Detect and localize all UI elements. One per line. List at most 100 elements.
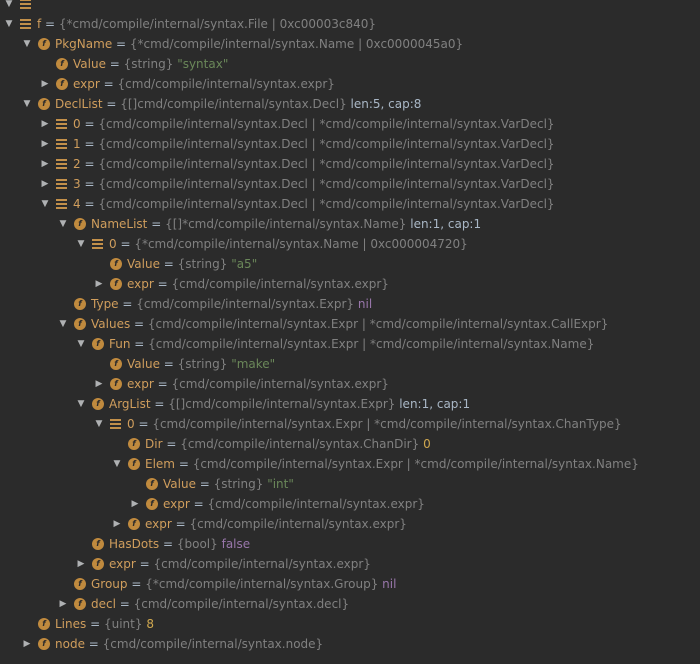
field-icon: f <box>110 278 122 290</box>
variable-name: expr <box>145 517 172 531</box>
expand-arrow-icon[interactable]: ▶ <box>41 179 49 189</box>
collapse-arrow-icon[interactable]: ▼ <box>5 0 13 9</box>
variable-name: DeclList <box>55 97 103 111</box>
equals-sign: = <box>135 557 154 571</box>
field-icon: f <box>146 478 158 490</box>
equals-sign: = <box>115 597 134 611</box>
collapse-arrow-icon[interactable]: ▼ <box>23 39 31 49</box>
equals-sign: = <box>80 197 99 211</box>
variable-type: {cmd/compile/internal/syntax.Expr | *cmd… <box>192 457 639 471</box>
tree-row[interactable]: ▶ 1 = {cmd/compile/internal/syntax.Decl |… <box>0 134 700 154</box>
collapse-arrow-icon[interactable]: ▼ <box>41 199 49 209</box>
variable-value: 8 <box>146 617 154 631</box>
collapse-arrow-icon[interactable]: ▼ <box>77 339 85 349</box>
variable-type: {cmd/compile/internal/syntax.expr} <box>171 277 389 291</box>
field-icon: f <box>92 538 104 550</box>
field-icon: f <box>92 558 104 570</box>
collapse-arrow-icon[interactable]: ▼ <box>95 419 103 429</box>
tree-row[interactable]: ▼ <box>0 0 700 14</box>
expand-arrow-icon[interactable]: ▶ <box>113 519 121 529</box>
variable-name: Value <box>73 57 106 71</box>
tree-row[interactable]: ▼ 4 = {cmd/compile/internal/syntax.Decl |… <box>0 194 700 214</box>
expand-arrow-icon[interactable]: ▶ <box>23 639 31 649</box>
tree-row-text: decl = {cmd/compile/internal/syntax.decl… <box>91 594 349 614</box>
tree-row[interactable]: ▼0 = {cmd/compile/internal/syntax.Expr |… <box>0 414 700 434</box>
equals-sign: = <box>195 477 214 491</box>
variable-type: {*cmd/compile/internal/syntax.Name | 0xc… <box>134 237 468 251</box>
tree-row[interactable]: ▼f = {*cmd/compile/internal/syntax.File … <box>0 14 700 34</box>
tree-row[interactable]: ▶ 2 = {cmd/compile/internal/syntax.Decl |… <box>0 154 700 174</box>
collapse-arrow-icon[interactable]: ▼ <box>113 459 121 469</box>
expand-arrow-icon[interactable]: ▶ <box>77 559 85 569</box>
expand-arrow-icon[interactable]: ▶ <box>59 599 67 609</box>
variable-type: {*cmd/compile/internal/syntax.File | 0xc… <box>58 17 377 31</box>
tree-row-text: 4 = {cmd/compile/internal/syntax.Decl | … <box>73 194 555 214</box>
expand-arrow-icon[interactable]: ▶ <box>95 379 103 389</box>
equals-sign: = <box>150 397 169 411</box>
expand-arrow-icon[interactable]: ▶ <box>95 279 103 289</box>
list-icon <box>56 199 67 209</box>
tree-row-text: Value = {string} "a5" <box>127 254 257 274</box>
collapse-arrow-icon[interactable]: ▼ <box>5 19 13 29</box>
list-icon <box>56 159 67 169</box>
equals-sign: = <box>171 517 190 531</box>
collapse-arrow-icon[interactable]: ▼ <box>23 99 31 109</box>
variable-value: nil <box>357 297 373 311</box>
equals-sign: = <box>162 437 181 451</box>
variable-type: {[]cmd/compile/internal/syntax.Expr} <box>168 397 396 411</box>
variable-type: {cmd/compile/internal/syntax.Expr | *cmd… <box>147 317 609 331</box>
tree-row[interactable]: ▶ 0 = {cmd/compile/internal/syntax.Decl |… <box>0 114 700 134</box>
collapse-arrow-icon[interactable]: ▼ <box>77 239 85 249</box>
expand-arrow-icon[interactable]: ▶ <box>131 499 139 509</box>
expand-arrow-icon[interactable]: ▶ <box>41 79 49 89</box>
tree-row-text: 3 = {cmd/compile/internal/syntax.Decl | … <box>73 174 555 194</box>
collapse-arrow-icon[interactable]: ▼ <box>59 319 67 329</box>
expand-arrow-icon[interactable]: ▶ <box>41 119 49 129</box>
collapse-arrow-icon[interactable]: ▼ <box>77 399 85 409</box>
tree-row-text: 2 = {cmd/compile/internal/syntax.Decl | … <box>73 154 555 174</box>
field-icon: f <box>38 618 50 630</box>
variable-name: Value <box>127 257 160 271</box>
expand-arrow-icon[interactable]: ▶ <box>41 139 49 149</box>
expand-arrow-icon[interactable]: ▶ <box>41 159 49 169</box>
equals-sign: = <box>134 417 153 431</box>
variable-type: {cmd/compile/internal/syntax.expr} <box>153 557 371 571</box>
variable-name: Type <box>91 297 119 311</box>
variable-type: {string} <box>213 477 264 491</box>
variable-value: "make" <box>231 357 276 371</box>
equals-sign: = <box>105 57 124 71</box>
tree-row[interactable]: ▶ 3 = {cmd/compile/internal/syntax.Decl |… <box>0 174 700 194</box>
tree-row-text: 1 = {cmd/compile/internal/syntax.Decl | … <box>73 134 555 154</box>
equals-sign: = <box>130 337 149 351</box>
tree-row[interactable]: ▼0 = {*cmd/compile/internal/syntax.Name … <box>0 234 700 254</box>
variable-name: 0 <box>73 117 81 131</box>
list-icon <box>56 119 67 129</box>
tree-row-text: 0 = {cmd/compile/internal/syntax.Decl | … <box>73 114 555 134</box>
collapse-arrow-icon[interactable]: ▼ <box>59 219 67 229</box>
equals-sign: = <box>153 377 172 391</box>
